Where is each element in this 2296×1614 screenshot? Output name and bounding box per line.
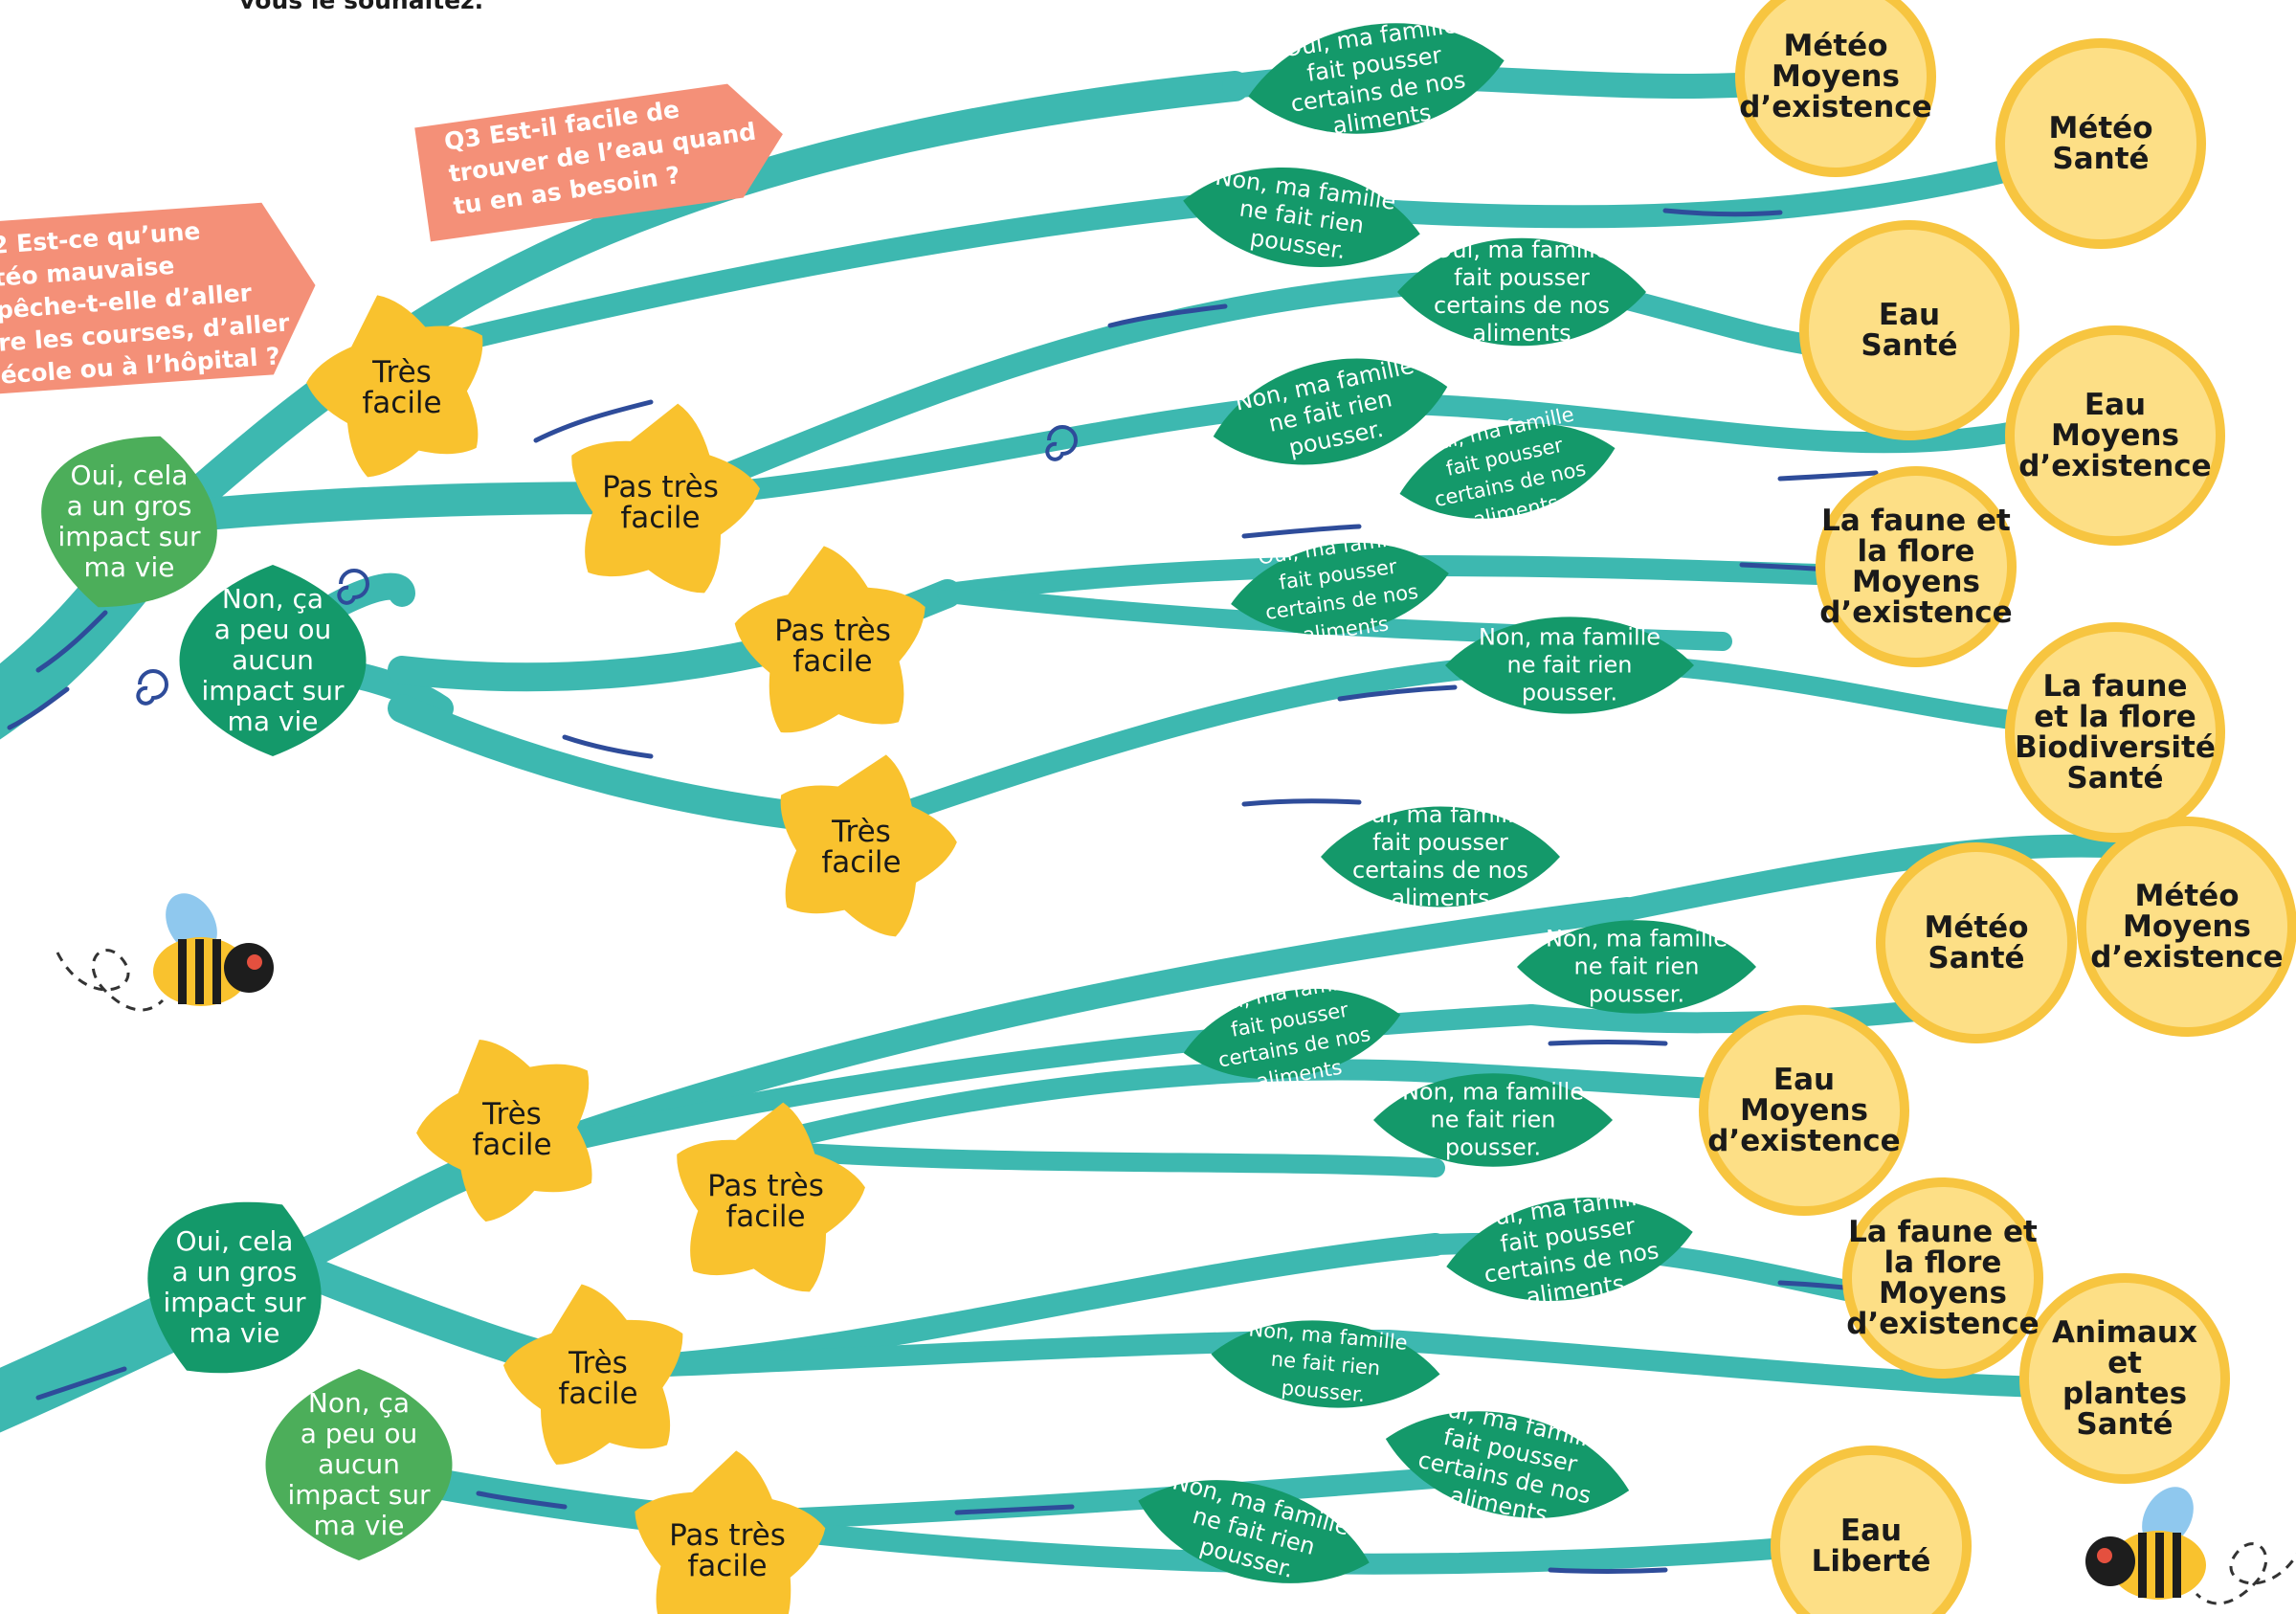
stem-stripe (1241, 524, 1362, 539)
flower-shape (2005, 48, 2196, 239)
answer-leaf-shape (1213, 358, 1448, 465)
stem-stripe (35, 610, 108, 673)
stem (352, 190, 1256, 375)
stem-stripe (533, 399, 654, 443)
curls (136, 425, 1078, 706)
flower-shape (1852, 1187, 2034, 1369)
bee-icon (2085, 1487, 2296, 1605)
flower-shape (1745, 0, 1927, 168)
flower-shape (1708, 1015, 1900, 1206)
flower-shape (2015, 335, 2216, 536)
stem-stripe (1662, 208, 1783, 217)
yellow-leaf-shape (416, 1040, 592, 1222)
answer-leaf-shape (1231, 542, 1449, 636)
answer-leaf-shape (1211, 1320, 1440, 1408)
curl-icon (337, 569, 369, 605)
flower-shape (2029, 1283, 2220, 1474)
answer-leaf-shape (1248, 23, 1505, 134)
green-leaf-shape (179, 565, 367, 756)
stem-stripe (35, 1366, 127, 1401)
yellow-leaf-shape (571, 403, 760, 594)
answer-leaf-shape (1399, 423, 1616, 519)
outcome-flowers (1699, 0, 2296, 1614)
yellow-leaf-shape (734, 546, 925, 733)
flower-shape (2015, 632, 2216, 833)
yellow-leaf-shape (780, 754, 957, 937)
flower-shape (1780, 1455, 1962, 1614)
curl-icon (136, 669, 168, 706)
stem (737, 1139, 1445, 1177)
flower-shape (1809, 230, 2010, 431)
green-leaf-shape (265, 1369, 453, 1560)
yellow-leaves (306, 295, 957, 1614)
stem-stripe (562, 734, 654, 759)
stem-stripe (1107, 303, 1228, 328)
stem (698, 1512, 1877, 1575)
answer-leaf-shape (1385, 1411, 1630, 1518)
green-leaves (41, 436, 453, 1560)
yellow-leaf-shape (306, 295, 483, 478)
answer-leaf-shape (1445, 616, 1694, 714)
answer-leaves (1138, 23, 1756, 1583)
stem-stripe (476, 1491, 568, 1510)
stem (658, 266, 1543, 509)
flower-shape (2086, 826, 2287, 1027)
green-leaf-shape (147, 1201, 322, 1374)
stem-stripe (1241, 798, 1362, 807)
answer-leaf-shape (1446, 1198, 1693, 1301)
stem-stripe (1777, 470, 1879, 482)
yellow-leaf-shape (677, 1102, 865, 1292)
green-leaf-shape (41, 436, 217, 608)
answer-leaf-shape (1183, 988, 1401, 1080)
sign-shape (414, 83, 783, 242)
answer-leaf-shape (1517, 920, 1756, 1014)
yellow-leaf-shape (635, 1450, 826, 1614)
stem (736, 1059, 1446, 1159)
flower-shape (1825, 476, 2007, 658)
stem-stripe (1548, 1040, 1668, 1046)
answer-leaf-shape (1397, 237, 1646, 347)
stem (524, 897, 1639, 1161)
stem (698, 1464, 1494, 1533)
stem-stripe (7, 686, 70, 730)
answer-leaf-shape (1183, 168, 1420, 267)
answer-leaf-shape (1138, 1480, 1370, 1583)
stem-stripe (1548, 1567, 1668, 1574)
stem-stripe (1337, 684, 1458, 702)
question-sign-q2 (0, 202, 316, 395)
answer-leaf-shape (1373, 1073, 1613, 1167)
curl-icon (1045, 425, 1078, 461)
stem (1310, 392, 2030, 454)
answer-leaf-shape (1321, 806, 1560, 908)
yellow-leaf-shape (502, 1284, 683, 1465)
stem (659, 392, 1331, 508)
question-sign-q2-text: 2 Est-ce qu’une téo mauvaise pêche-t-ell… (0, 216, 291, 390)
sign-shape (0, 202, 316, 395)
flower-shape (1885, 852, 2067, 1034)
question-sign-q3 (414, 83, 783, 242)
stem-stripe (954, 1504, 1075, 1515)
top-note: vous le souhaitez. (239, 0, 484, 14)
bee-icon (56, 893, 274, 1012)
